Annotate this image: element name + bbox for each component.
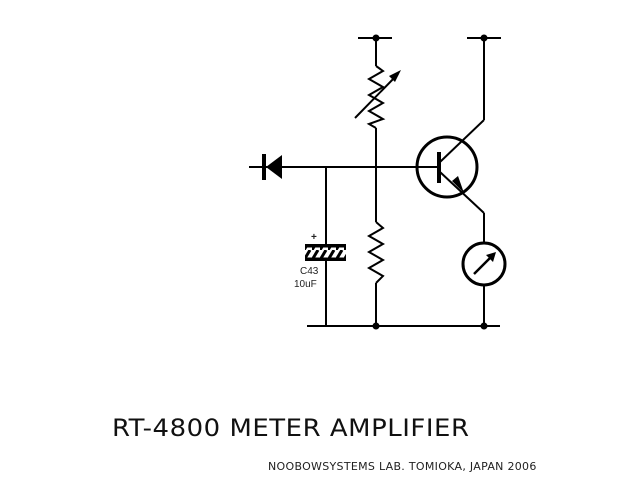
meter	[461, 241, 507, 287]
capacitor-value: 10uF	[294, 279, 317, 290]
junction-dot	[372, 34, 380, 42]
variable-resistor-arrow	[354, 73, 399, 119]
capacitor-designator: C43	[300, 266, 319, 277]
emitter-arrowhead	[452, 176, 464, 193]
diagram-title: RT-4800 METER AMPLIFIER	[112, 414, 470, 442]
variable-resistor	[366, 65, 386, 129]
capacitor: + C43 10uF	[294, 232, 346, 290]
junction-dot	[372, 322, 380, 330]
transistor	[415, 135, 479, 199]
junction-dot	[480, 322, 488, 330]
diagram-credit: NOOBOWSYSTEMS LAB. TOMIOKA, JAPAN 2006	[268, 460, 537, 473]
variable-resistor-arrowhead	[389, 70, 401, 82]
resistor	[366, 221, 386, 284]
diode	[262, 154, 282, 180]
junction-dot	[480, 34, 488, 42]
capacitor-polarity: +	[311, 232, 317, 243]
